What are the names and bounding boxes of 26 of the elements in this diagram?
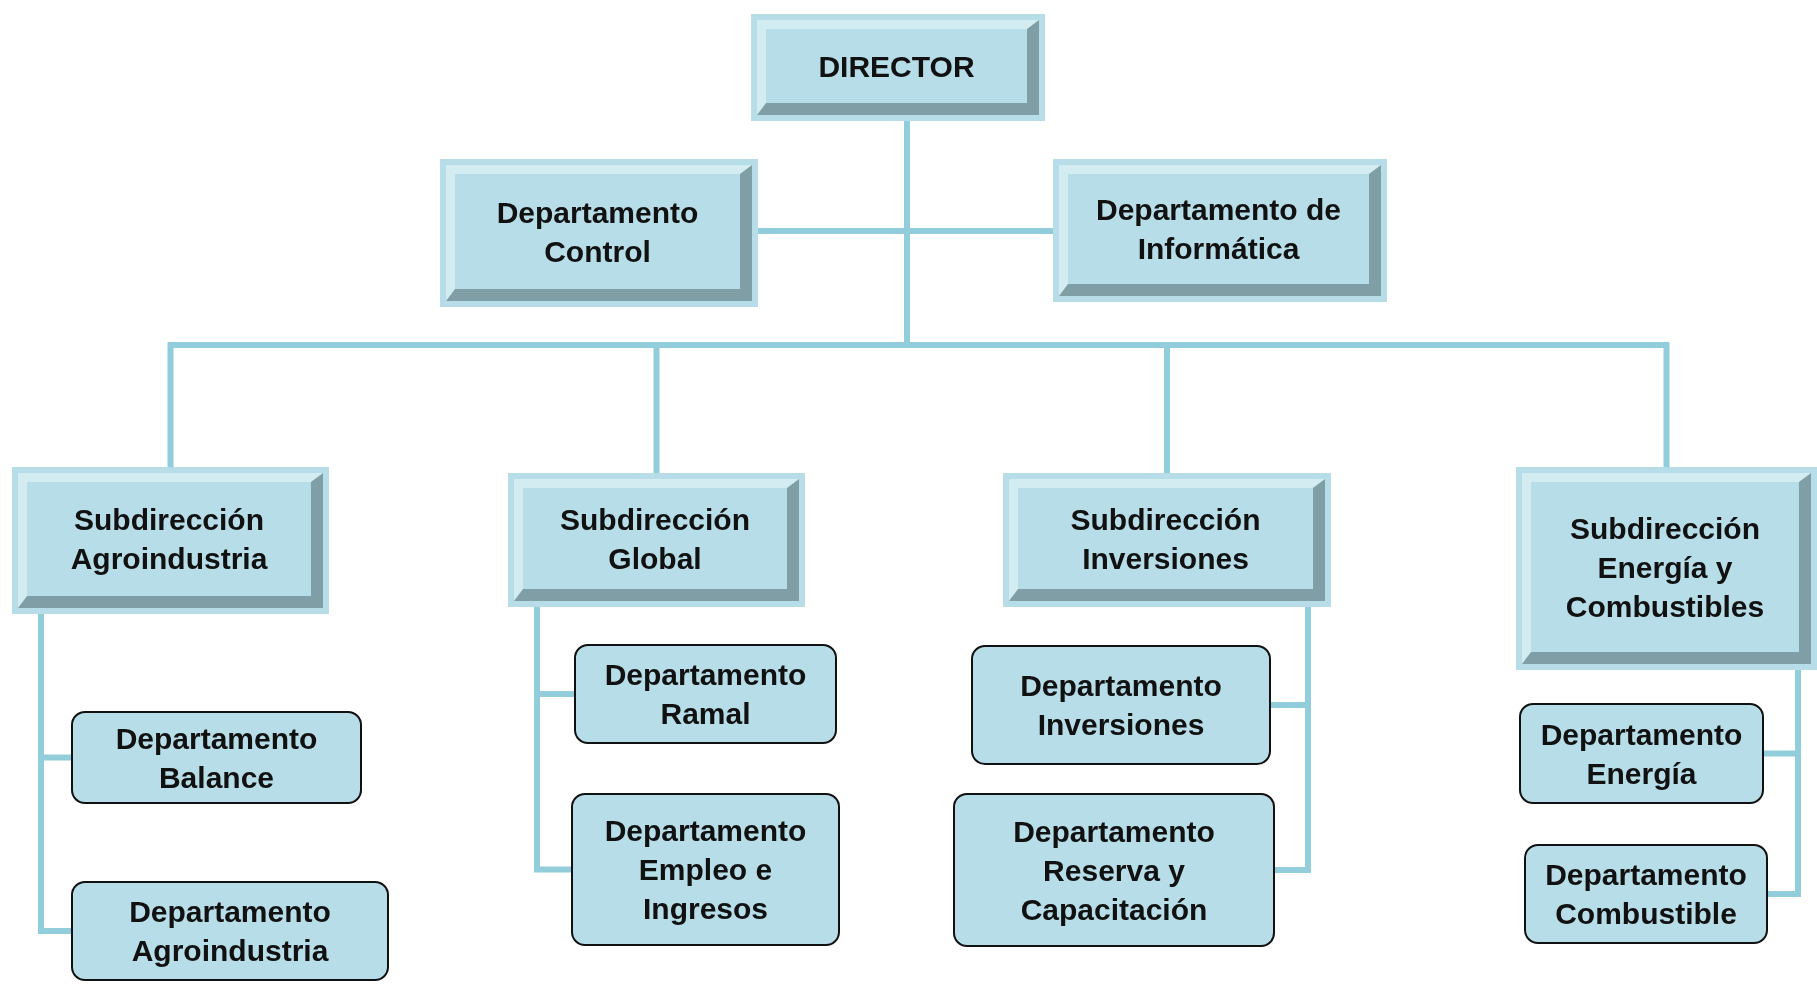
rounded-box [1524, 844, 1768, 944]
box-label: Subdirección Energía y Combustibles [1564, 510, 1766, 625]
box-label: Departamento Reserva y Capacitación [1012, 813, 1216, 928]
box-label: Departamento Inversiones [1019, 668, 1223, 743]
box-label: DIRECTOR [817, 48, 976, 85]
box-label: Departamento Combustible [1544, 857, 1748, 932]
rounded-box [71, 711, 362, 804]
rounded-box [574, 644, 837, 744]
rounded-box [971, 645, 1271, 765]
box-label: Departamento Balance [114, 720, 319, 796]
box-label: Departamento Agroindustria [128, 894, 332, 969]
rounded-box [571, 793, 840, 946]
rounded-box [71, 881, 389, 981]
rounded-box [1519, 703, 1764, 804]
box-label: Departamento Empleo e Ingresos [603, 813, 808, 927]
connector-line [1768, 670, 1801, 897]
box-label: Subdirección Agroindustria [69, 502, 269, 577]
box-label: Subdirección Global [558, 501, 751, 577]
box-label: Departamento de Informática [1094, 192, 1343, 267]
connector-line [904, 121, 1670, 467]
connector-line [38, 614, 71, 934]
box-label: Departamento Ramal [603, 657, 808, 732]
box-label: Subdirección Inversiones [1069, 501, 1262, 577]
box-label: Departamento Control [495, 194, 700, 270]
box-label: Departamento Energía [1539, 716, 1744, 792]
rounded-box [953, 793, 1275, 947]
